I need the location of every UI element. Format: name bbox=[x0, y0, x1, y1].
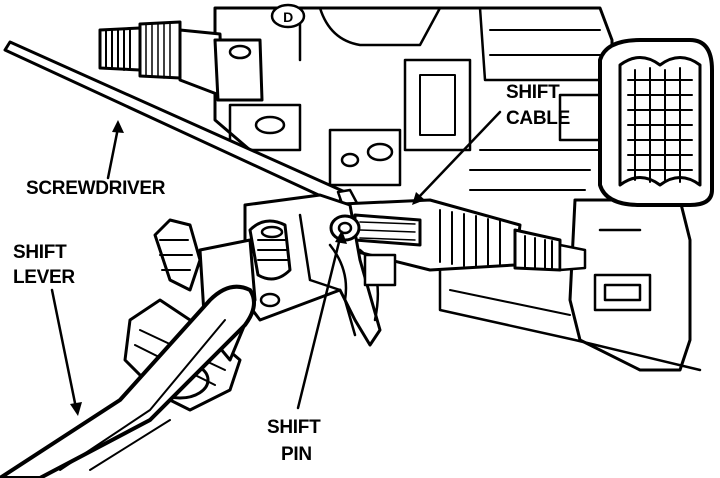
label-shift-cable-line1: SHIFT bbox=[506, 82, 560, 103]
threaded-connector bbox=[98, 20, 264, 102]
label-shift-pin-line1: SHIFT bbox=[267, 417, 321, 438]
circled-marker-letter: D bbox=[283, 9, 293, 25]
label-shift-cable-line2: CABLE bbox=[506, 108, 570, 129]
shift-pin-linkage bbox=[243, 193, 397, 347]
leader-lines bbox=[50, 110, 502, 416]
label-shift-pin-line2: PIN bbox=[281, 444, 312, 465]
circled-marker: D bbox=[270, 3, 306, 29]
steering-column-housing bbox=[213, 6, 614, 264]
label-shift-lever-line2: LEVER bbox=[13, 267, 75, 288]
pulley-spool bbox=[598, 38, 714, 207]
shift-lever bbox=[0, 284, 256, 478]
lower-right-bracket bbox=[438, 198, 702, 372]
label-shift-lever-line1: SHIFT bbox=[13, 242, 67, 263]
label-screwdriver: SCREWDRIVER bbox=[26, 178, 166, 199]
callout-labels: SCREWDRIVER SHIFT LEVER SHIFT CABLE SHIF… bbox=[13, 82, 570, 465]
